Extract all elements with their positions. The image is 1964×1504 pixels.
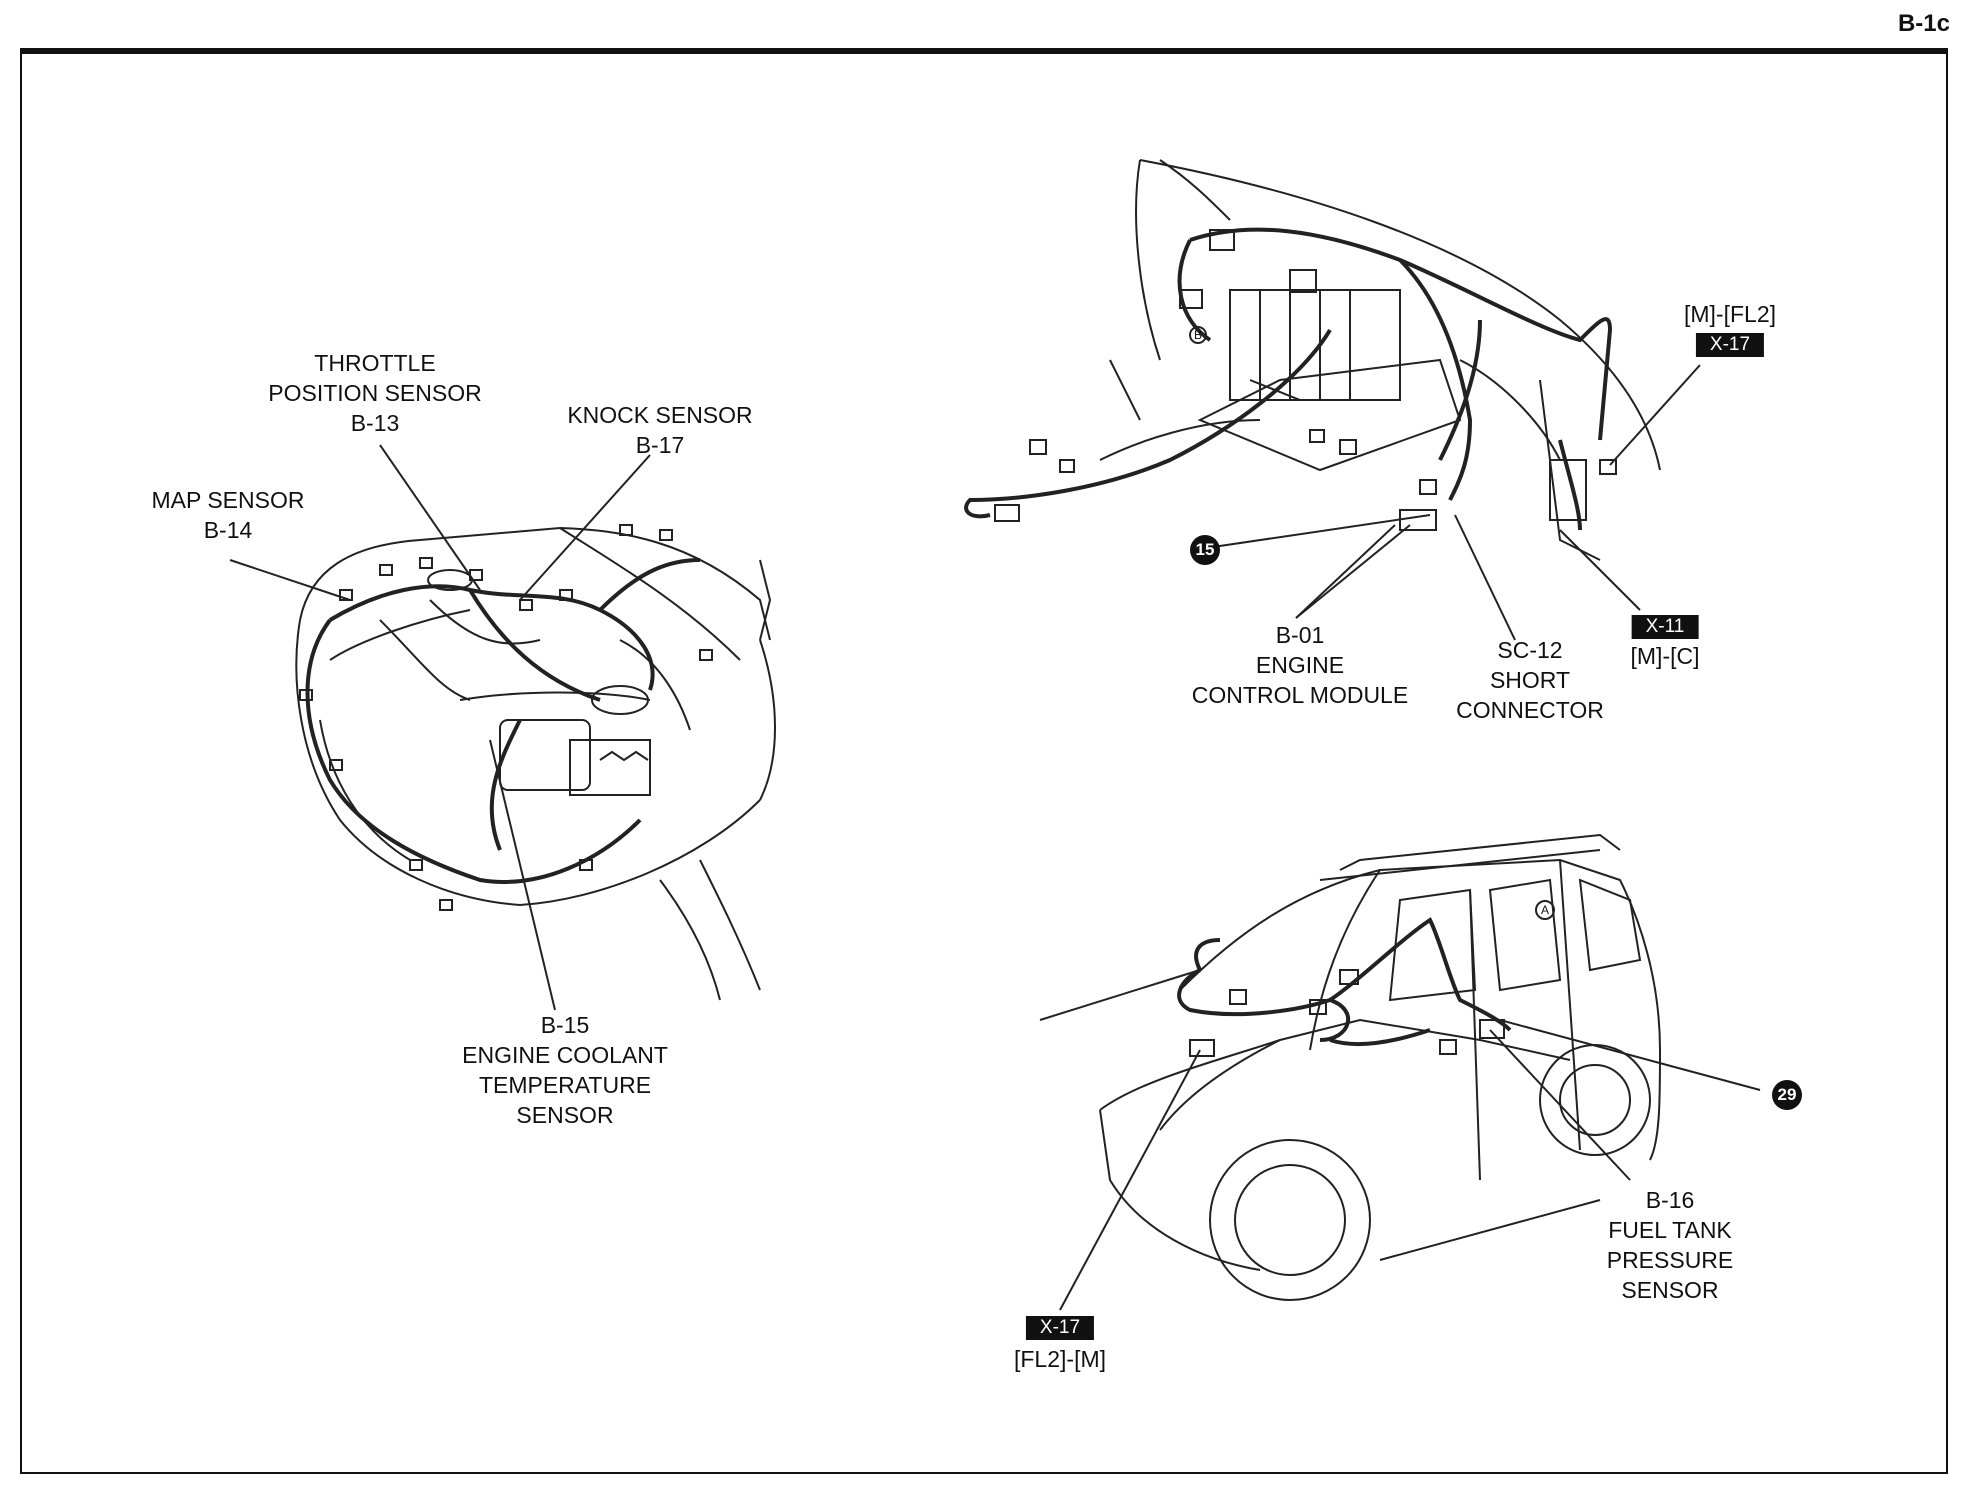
- engine-bay-illustration: [229, 444, 776, 1011]
- cabin-illustration: [964, 159, 1701, 641]
- marker-a-letter: A: [1540, 903, 1550, 917]
- connector-x17-tag: X-17: [1695, 333, 1765, 357]
- short-connector-label: SC-12 SHORT CONNECTOR: [1456, 637, 1604, 723]
- vehicle-illustration: [1039, 833, 1761, 1311]
- engine-coolant-temperature-sensor-label: B-15 ENGINE COOLANT TEMPERATURE SENSOR: [462, 1012, 668, 1128]
- engine-control-module-label: B-01 ENGINE CONTROL MODULE: [1191, 622, 1409, 708]
- diagram-frame: [20, 48, 1948, 1474]
- connector-x11-tag: X-11: [1631, 615, 1699, 639]
- marker-b-letter: B: [1193, 328, 1203, 342]
- marker-a: [1535, 900, 1555, 920]
- connector-fl2-m-label: [FL2]-[M]: [1013, 1346, 1107, 1372]
- connector-m-c-label: [M]-[C]: [1630, 643, 1700, 669]
- ground-29-badge: 29: [1772, 1080, 1802, 1110]
- map-sensor-label: MAP SENSOR B-14: [151, 487, 305, 543]
- marker-b: [1189, 326, 1207, 344]
- connector-x17-lower-tag: X-17: [1025, 1316, 1095, 1340]
- connector-m-fl2-label: [M]-[FL2]: [1683, 301, 1777, 327]
- fuel-tank-pressure-sensor-label: B-16 FUEL TANK PRESSURE SENSOR: [1606, 1187, 1734, 1303]
- ground-15-badge: 15: [1190, 535, 1220, 565]
- knock-sensor-label: KNOCK SENSOR B-17: [567, 402, 753, 458]
- page-number: B-1c: [1897, 10, 1950, 37]
- throttle-position-sensor-label: THROTTLE POSITION SENSOR B-13: [268, 350, 482, 436]
